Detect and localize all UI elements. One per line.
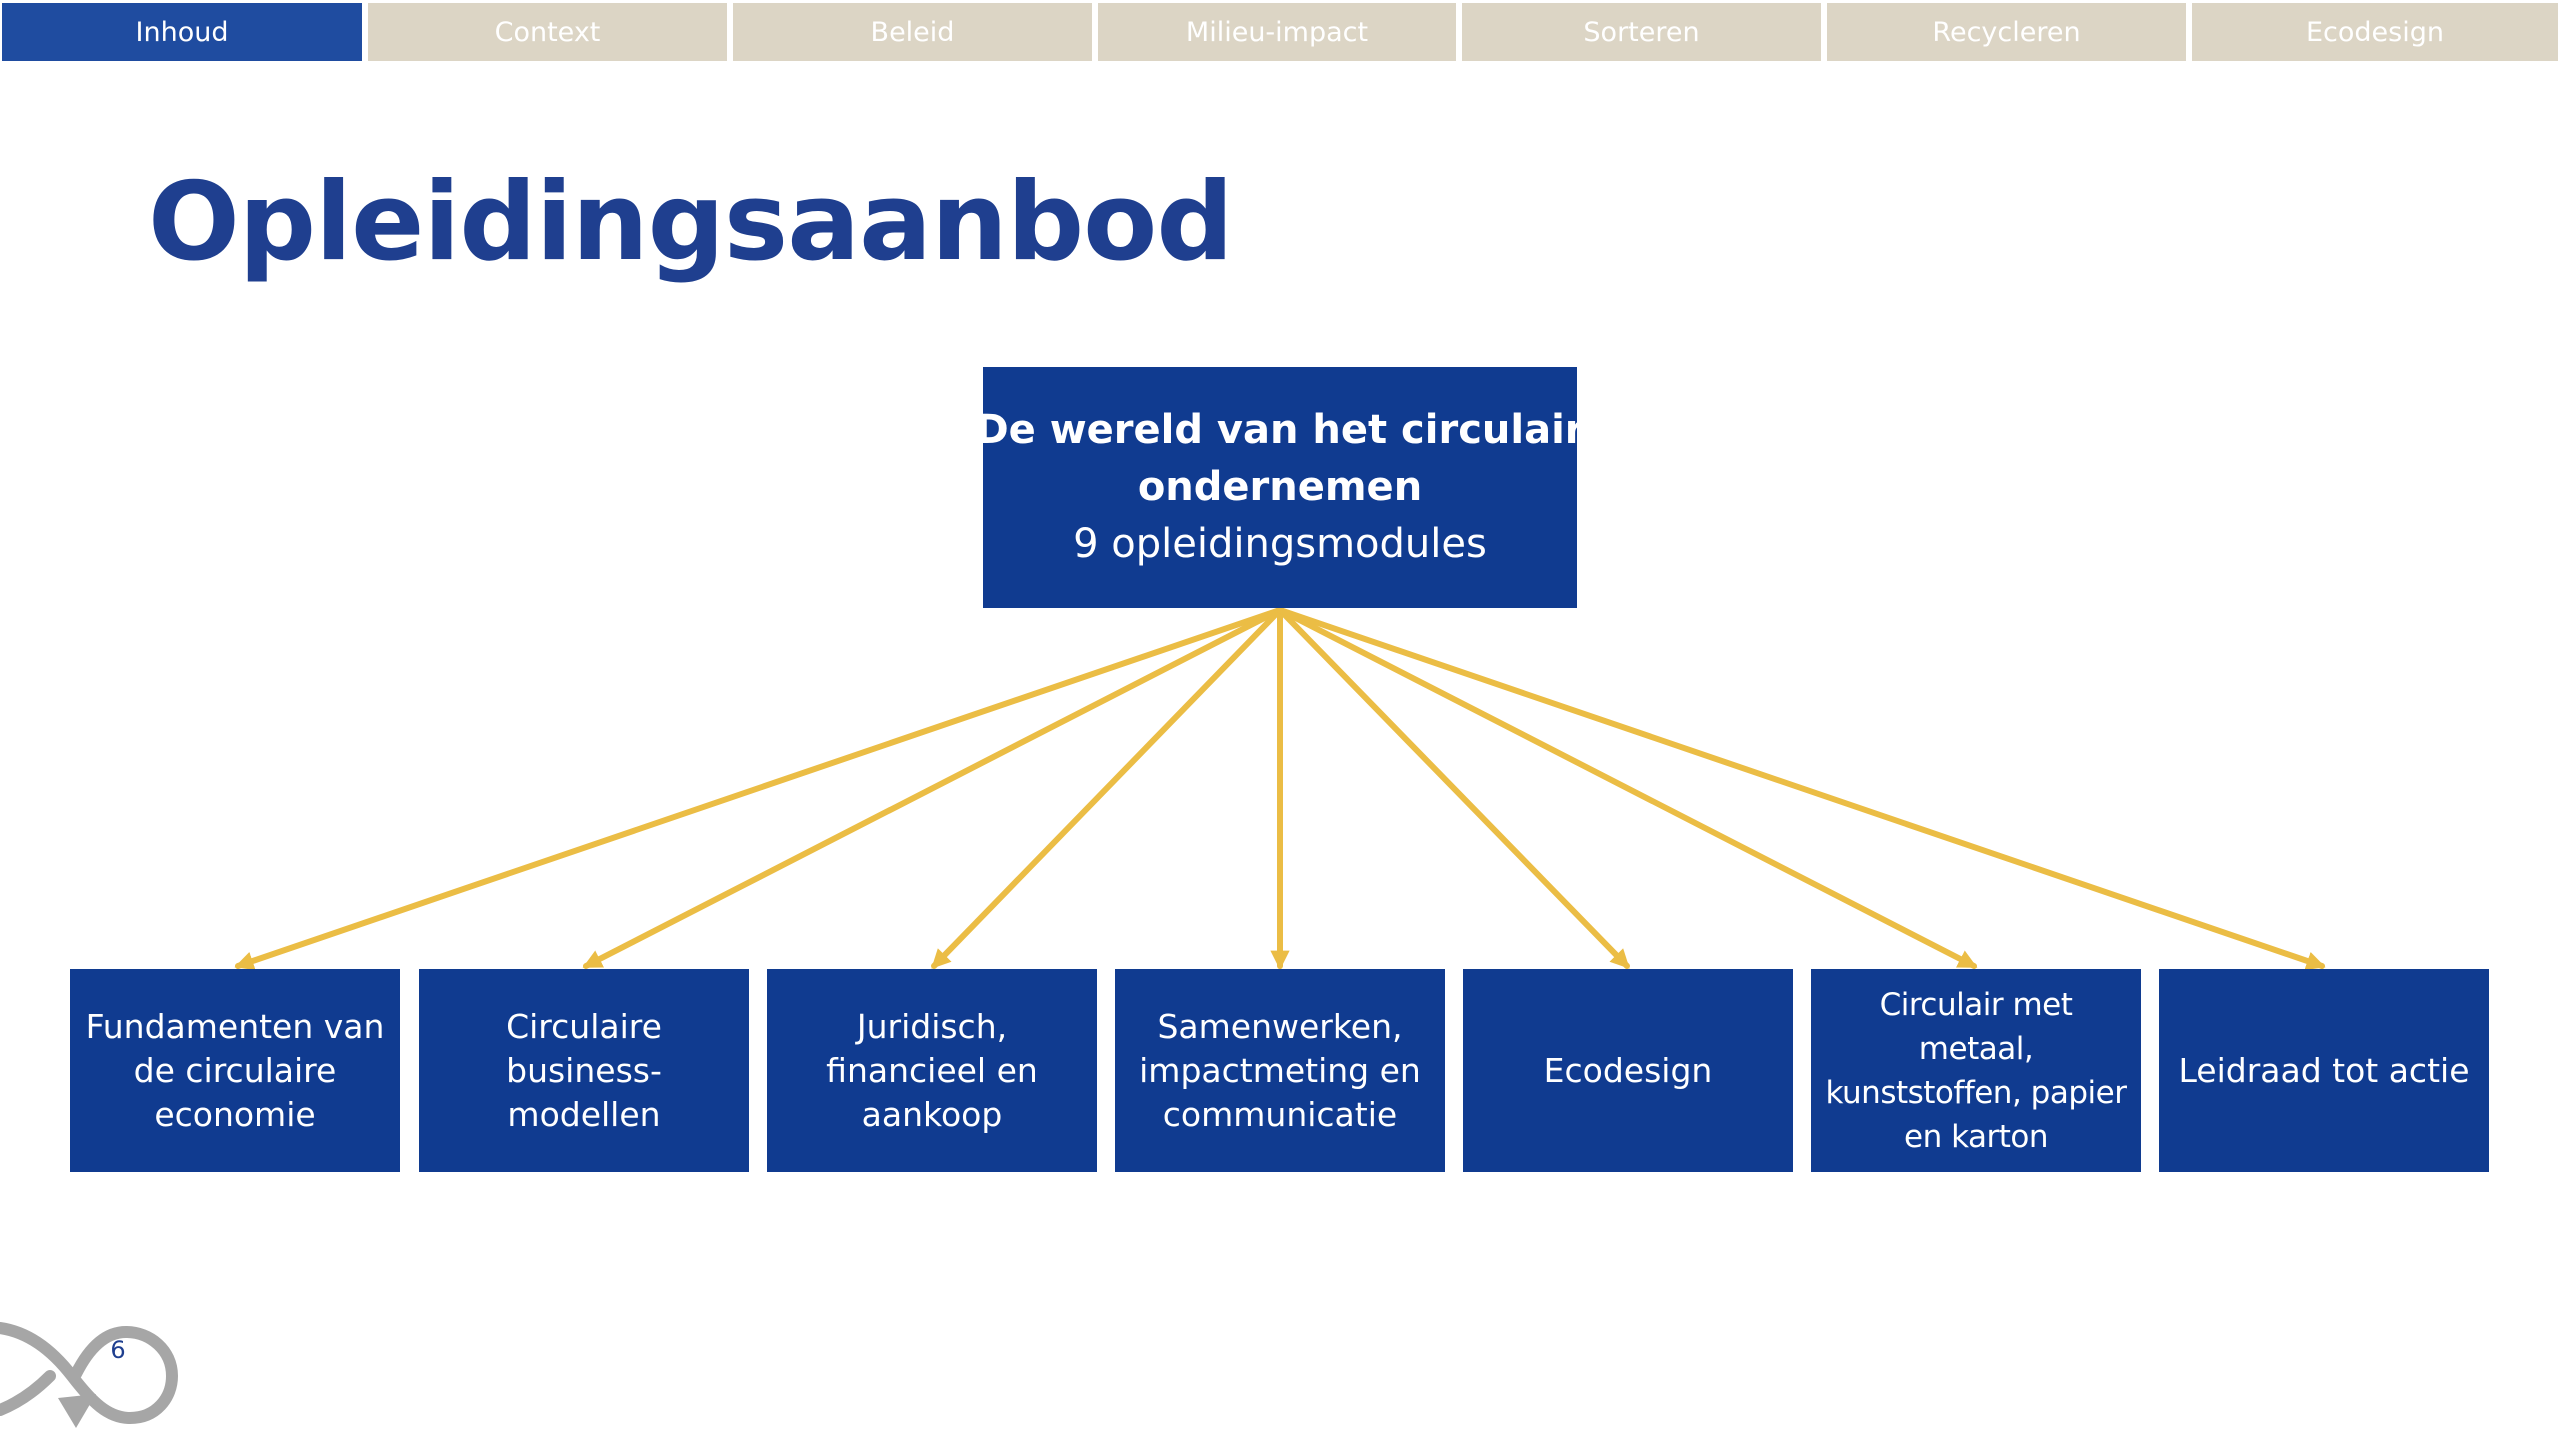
module-box-5: Ecodesign [1463,969,1793,1172]
module-label: Circulair met metaal, kunststoffen, papi… [1825,986,2127,1155]
arrow-to-module-1 [234,607,1283,971]
tab-context[interactable]: Context [368,3,727,61]
module-label: Juridisch, financieel en aankoop [826,1006,1038,1134]
arrow-to-module-2 [582,607,1283,969]
tab-label: Beleid [870,16,955,48]
module-label: Circulaire business-modellen [506,1006,662,1134]
arrow-to-module-6 [1277,607,1978,969]
module-label: Samenwerken, impactmeting en communicati… [1139,1006,1421,1134]
tab-ecodesign[interactable]: Ecodesign [2192,3,2558,61]
tab-milieu-impact[interactable]: Milieu-impact [1098,3,1456,61]
tab-recycleren[interactable]: Recycleren [1827,3,2186,61]
module-label: Fundamenten van de circulaire economie [85,1006,385,1134]
tab-label: Recycleren [1932,16,2081,48]
tab-beleid[interactable]: Beleid [733,3,1092,61]
arrow-to-module-3 [931,607,1283,969]
module-box-4: Samenwerken, impactmeting en communicati… [1115,969,1445,1172]
page-title: Opleidingsaanbod [148,160,1234,285]
tab-inhoud[interactable]: Inhoud [2,3,362,61]
tab-label: Context [494,16,601,48]
page-number: 6 [110,1336,126,1364]
tab-label: Sorteren [1583,16,1700,48]
section-nav: Inhoud Context Beleid Milieu-impact Sort… [0,0,2560,64]
root-node: De wereld van het circulair ondernemen 9… [975,367,1585,608]
tab-label: Ecodesign [2306,16,2444,48]
module-box-7: Leidraad tot actie [2159,969,2489,1172]
root-title-line-2: ondernemen [1137,464,1423,510]
root-subtitle: 9 opleidingsmodules [1073,521,1487,567]
tab-label: Milieu-impact [1185,16,1369,48]
tab-sorteren[interactable]: Sorteren [1462,3,1821,61]
module-label: Leidraad tot actie [2178,1050,2470,1090]
arrow-to-module-7 [1277,607,2326,971]
tab-label: Inhoud [135,16,229,48]
module-box-1: Fundamenten van de circulaire economie [70,969,400,1172]
infinity-arrow-icon [0,1322,179,1428]
module-box-2: Circulaire business-modellen [419,969,749,1172]
module-box-6: Circulair met metaal, kunststoffen, papi… [1811,969,2141,1172]
module-label: Ecodesign [1543,1050,1713,1090]
arrow-to-module-5 [1277,607,1630,969]
root-title-line-1: De wereld van het circulair [975,407,1585,453]
module-box-3: Juridisch, financieel en aankoop [767,969,1097,1172]
